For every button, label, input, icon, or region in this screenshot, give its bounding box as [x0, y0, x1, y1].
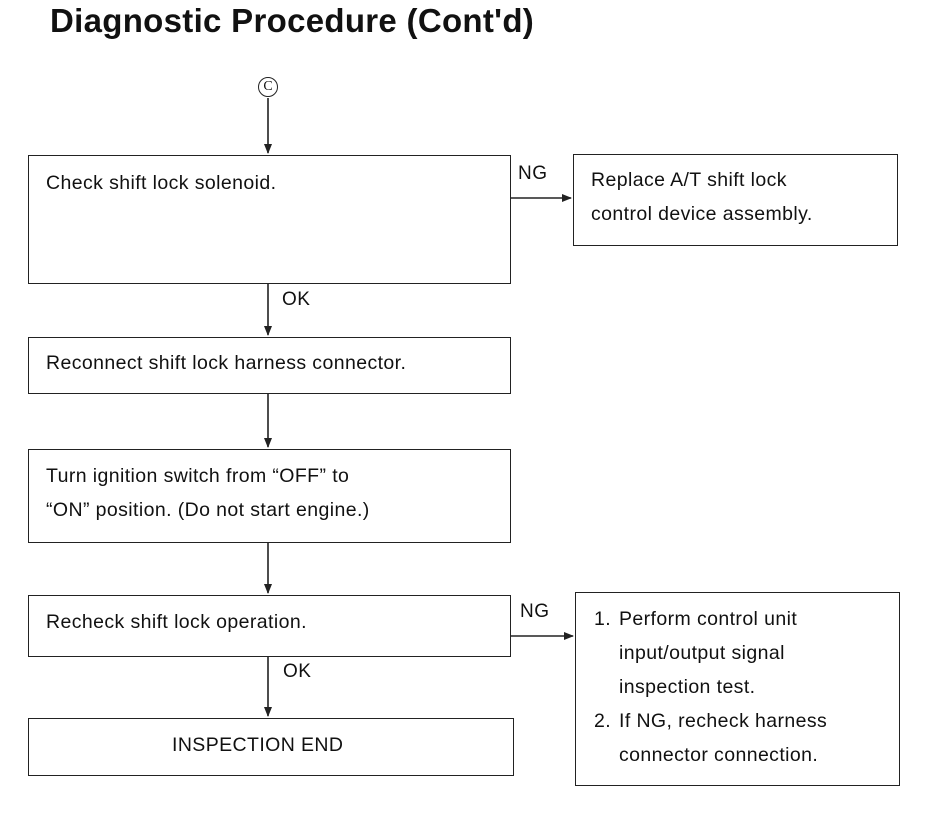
page-title: Diagnostic Procedure (Cont'd) [50, 2, 535, 39]
step-replace-device-line-2: control device assembly. [591, 203, 813, 225]
branch-label-ng-1: NG [518, 163, 548, 184]
step-replace-device-line-1: Replace A/T shift lock [591, 169, 787, 191]
step-turn-ignition-line-1: Turn ignition switch from “OFF” to [46, 465, 350, 487]
ng-action-1: 1. Perform control unit input/output sig… [594, 602, 827, 704]
step-ng-actions-list: 1. Perform control unit input/output sig… [594, 602, 827, 772]
step-ng-actions-box [575, 592, 900, 786]
ng-action-1-number: 1. [594, 608, 612, 630]
step-replace-device-box [573, 154, 898, 246]
ng-action-1-line-3: inspection test. [619, 676, 756, 698]
ng-action-1-line-2: input/output signal [619, 642, 785, 664]
ng-action-2-line-1: If NG, recheck harness [619, 710, 828, 732]
step-turn-ignition-box [28, 449, 511, 543]
ng-action-1-line-1: Perform control unit [619, 608, 798, 630]
ng-action-2: 2. If NG, recheck harness connector conn… [594, 704, 827, 772]
step-inspection-end-text: INSPECTION END [172, 734, 344, 756]
step-reconnect-box [28, 337, 511, 394]
connector-c-symbol: C [258, 77, 278, 97]
branch-label-ok-2: OK [283, 661, 312, 682]
ng-action-2-line-2: connector connection. [619, 744, 819, 766]
branch-label-ng-2: NG [520, 601, 550, 622]
step-recheck-operation-box [28, 595, 511, 657]
step-check-solenoid-box [28, 155, 511, 284]
step-inspection-end-box [28, 718, 514, 776]
step-check-solenoid-text: Check shift lock solenoid. [46, 172, 277, 194]
step-recheck-operation-text: Recheck shift lock operation. [46, 611, 307, 633]
step-turn-ignition-line-2: “ON” position. (Do not start engine.) [46, 499, 370, 521]
branch-label-ok-1: OK [282, 289, 311, 310]
step-reconnect-text: Reconnect shift lock harness connector. [46, 352, 407, 374]
ng-action-2-number: 2. [594, 710, 612, 732]
